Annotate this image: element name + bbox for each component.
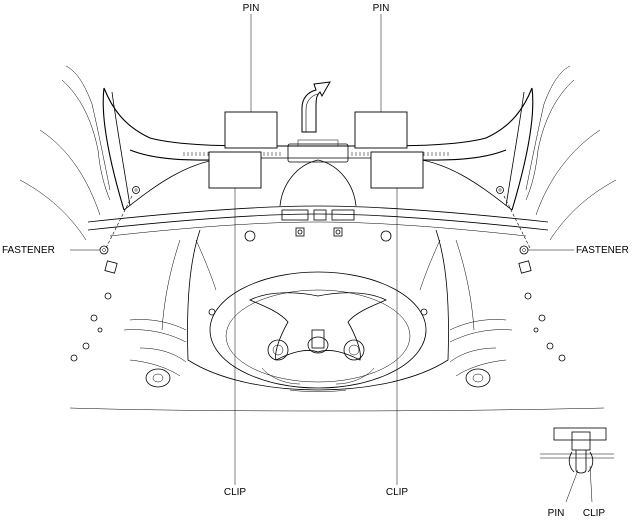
clip-label-left: CLIP bbox=[224, 487, 247, 498]
detail-clip-label: CLIP bbox=[583, 508, 606, 519]
fastener-left bbox=[99, 245, 109, 255]
fastener-label-left: FASTENER bbox=[2, 245, 55, 256]
clip-label-right: CLIP bbox=[386, 487, 409, 498]
clip-box-right bbox=[370, 151, 424, 189]
removal-direction-arrow-icon bbox=[301, 81, 331, 133]
pin-box-left bbox=[224, 111, 278, 149]
left-upper-screw bbox=[132, 186, 140, 194]
right-upper-screw bbox=[496, 186, 504, 194]
trunk-end-trim-panel bbox=[102, 87, 534, 249]
fastener-label-right: FASTENER bbox=[576, 245, 629, 256]
pin-box-right bbox=[354, 111, 408, 149]
pin-clip-detail-inset bbox=[540, 427, 614, 503]
detail-pin-label: PIN bbox=[548, 508, 565, 519]
fastener-right bbox=[519, 245, 529, 255]
leader-lines bbox=[70, 14, 574, 485]
pin-label-right: PIN bbox=[373, 3, 390, 14]
vehicle-body-outline bbox=[19, 65, 617, 412]
pin-label-left: PIN bbox=[243, 3, 260, 14]
clip-box-left bbox=[208, 151, 262, 189]
